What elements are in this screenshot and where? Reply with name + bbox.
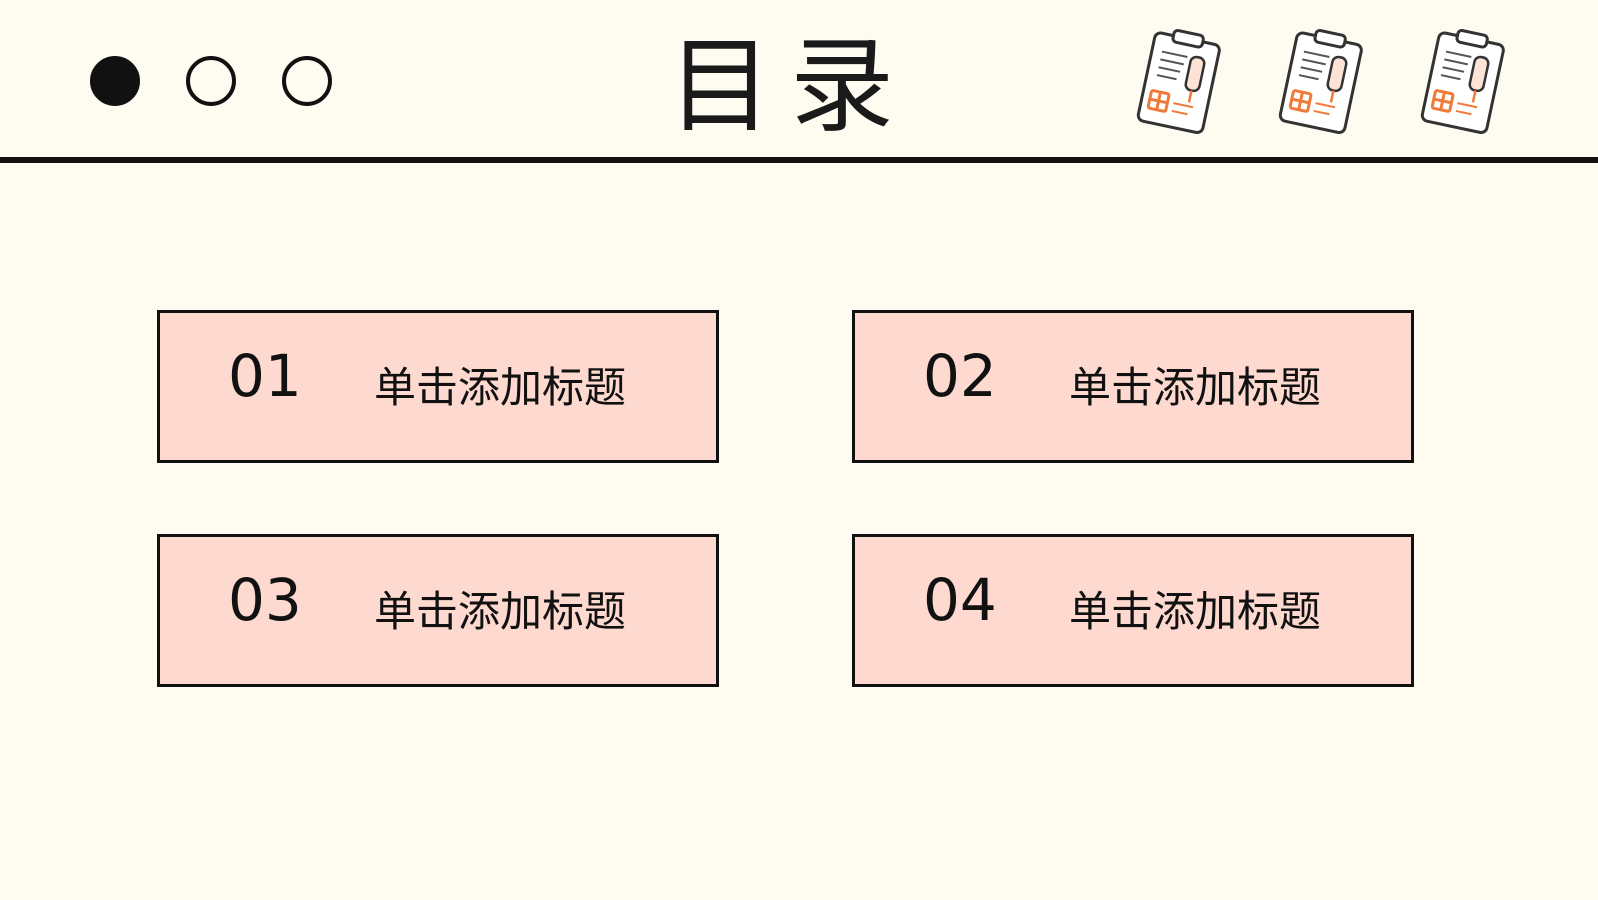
toc-card-number: 01 xyxy=(228,342,302,410)
pagination-dot-active xyxy=(90,56,140,106)
pagination-dot xyxy=(186,56,236,106)
toc-card-label: 单击添加标题 xyxy=(374,587,627,636)
clipboard-medical-icon xyxy=(1278,29,1363,135)
toc-card-number: 04 xyxy=(923,566,997,634)
pagination-dot xyxy=(282,56,332,106)
toc-card-label: 单击添加标题 xyxy=(1069,363,1322,412)
toc-card-3[interactable]: 03 单击添加标题 xyxy=(157,534,719,687)
toc-card-1[interactable]: 01 单击添加标题 xyxy=(157,310,719,463)
pagination-dots xyxy=(90,56,332,106)
header-divider xyxy=(0,157,1598,163)
toc-card-label: 单击添加标题 xyxy=(1069,587,1322,636)
toc-card-4[interactable]: 04 单击添加标题 xyxy=(852,534,1414,687)
toc-card-number: 03 xyxy=(228,566,302,634)
toc-card-2[interactable]: 02 单击添加标题 xyxy=(852,310,1414,463)
clipboard-medical-icon xyxy=(1420,29,1505,135)
clipboard-medical-icon xyxy=(1136,29,1221,135)
toc-card-label: 单击添加标题 xyxy=(374,363,627,412)
toc-card-number: 02 xyxy=(923,342,997,410)
page-title: 目录 xyxy=(667,25,912,147)
decorative-icons xyxy=(1128,26,1516,138)
